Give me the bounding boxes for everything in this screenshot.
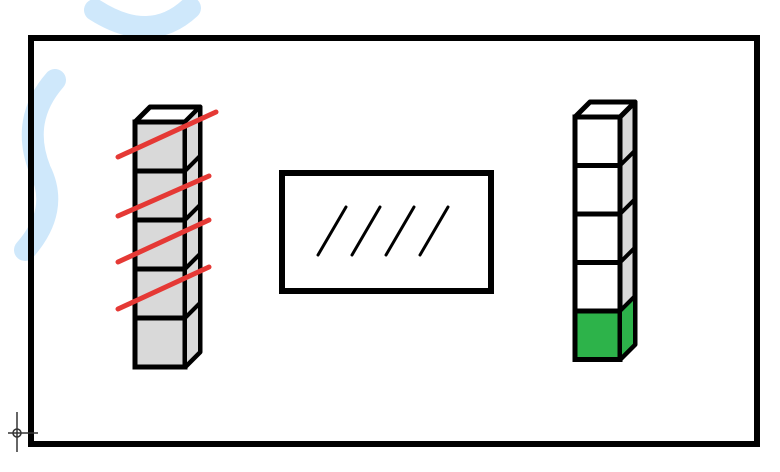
left-stack-cube-4 — [135, 269, 185, 318]
right-stack-cube-5 — [575, 311, 620, 360]
watermark-stroke-top — [95, 8, 190, 27]
left-cube-stack — [118, 107, 216, 367]
right-cube-stack — [575, 102, 635, 360]
tally-box-frame — [282, 173, 491, 291]
left-stack-cube-5 — [135, 318, 185, 367]
right-stack-cube-3 — [575, 214, 620, 263]
tally-box — [282, 173, 491, 291]
right-stack-cube-1 — [575, 117, 620, 166]
right-stack-cube-2 — [575, 166, 620, 215]
right-stack-cube-4 — [575, 263, 620, 312]
